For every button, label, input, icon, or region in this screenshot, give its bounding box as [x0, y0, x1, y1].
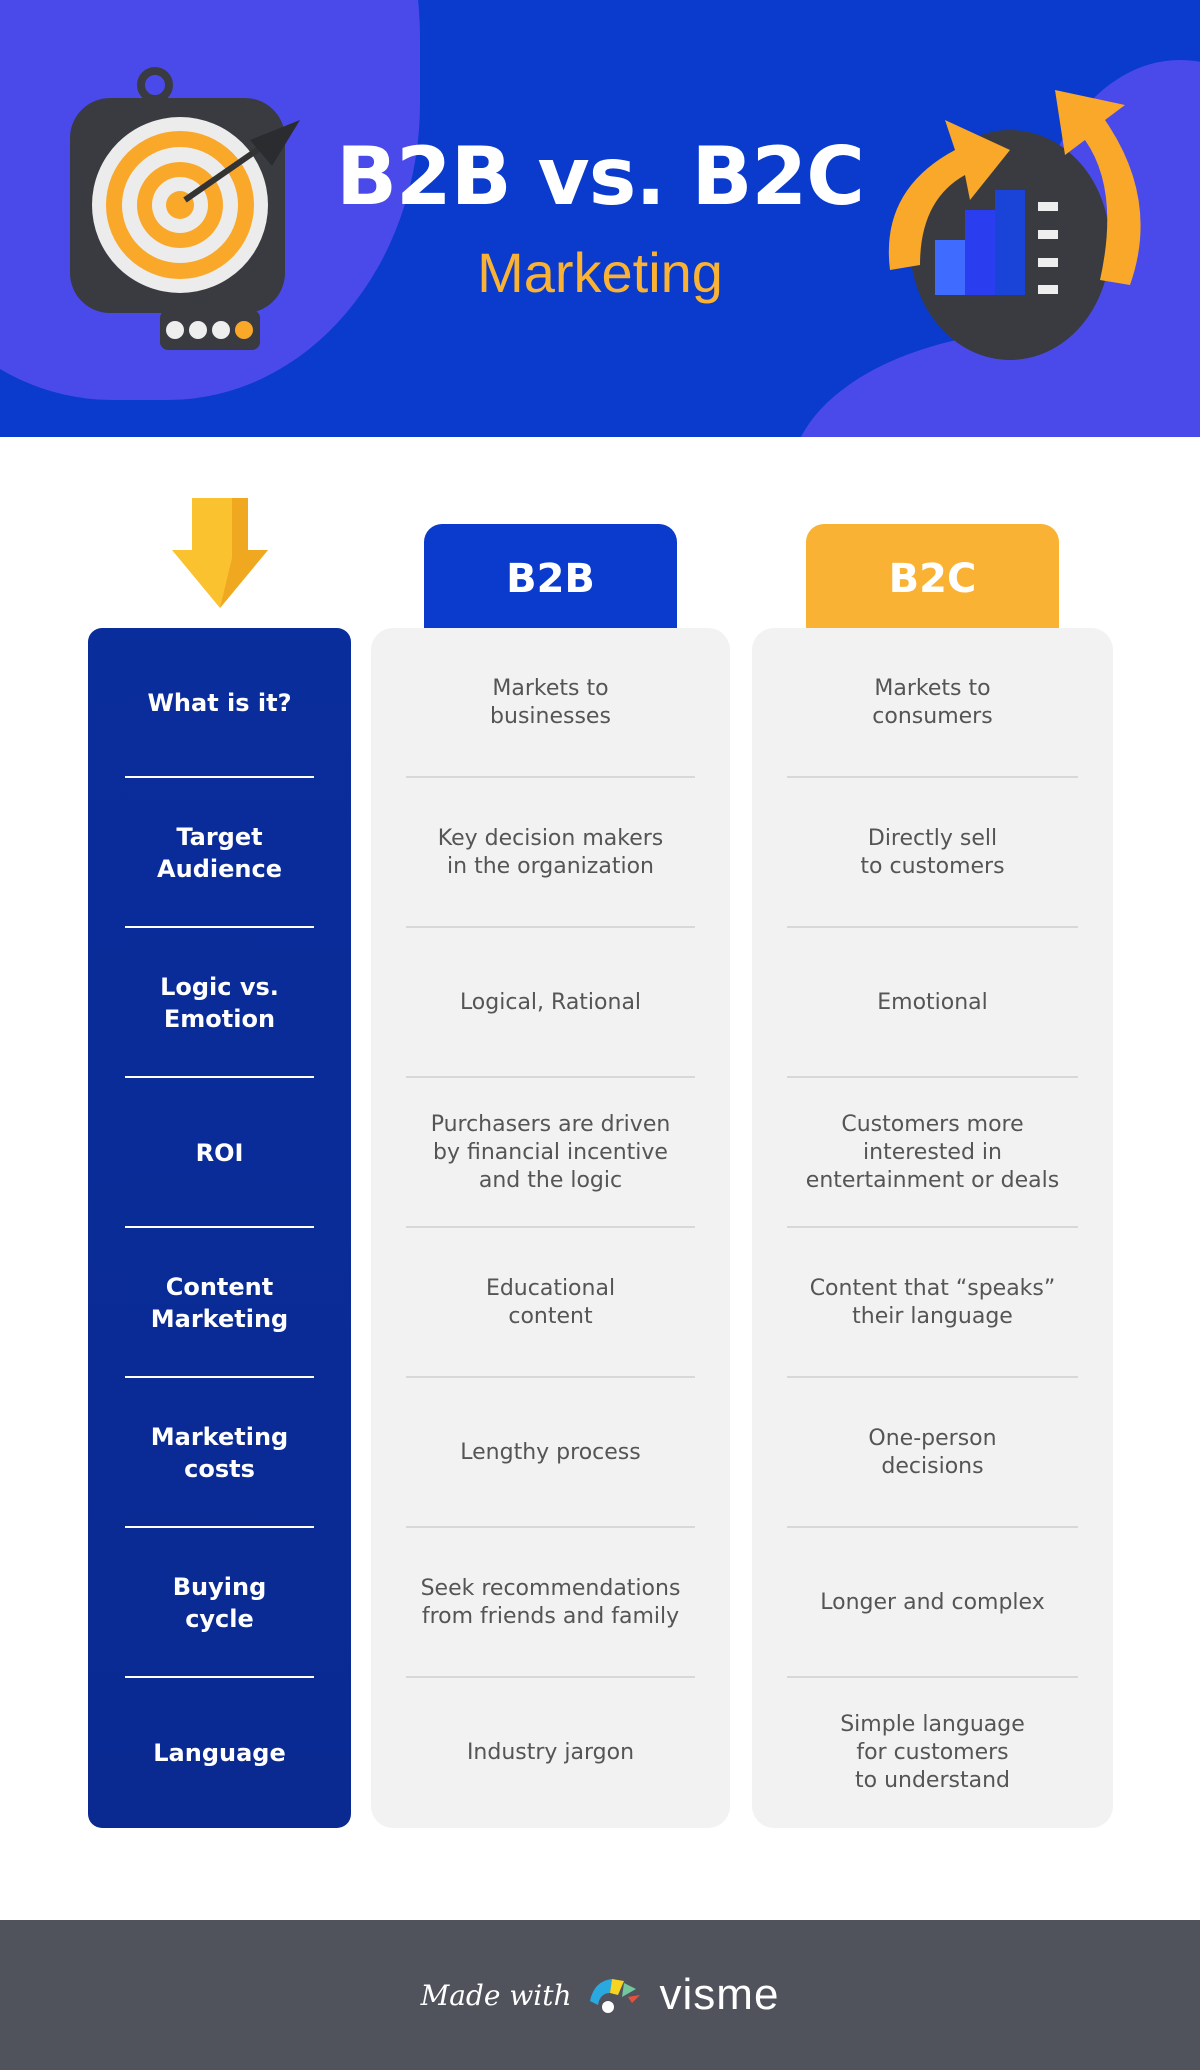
footer: Made with visme: [0, 1920, 1200, 2070]
header-banner: B2B vs. B2C Marketing: [0, 0, 1200, 437]
arrow-down-icon: [172, 498, 268, 608]
b2b-cell: Key decision makers in the organization: [371, 778, 730, 928]
dartboard-icon: [70, 67, 300, 350]
made-with-label: Made with: [420, 1978, 572, 2012]
b2b-column: Markets to businesses Key decision maker…: [371, 628, 730, 1828]
visme-logo-icon: [589, 1979, 640, 2013]
b2c-cell: Longer and complex: [752, 1528, 1113, 1678]
b2c-cell: Markets to consumers: [752, 628, 1113, 778]
b2b-cell: Educational content: [371, 1228, 730, 1378]
page-title: B2B vs. B2C: [336, 130, 865, 223]
b2c-cell: One-person decisions: [752, 1378, 1113, 1528]
b2c-cell: Simple language for customers to underst…: [840, 1712, 1025, 1793]
b2c-cell: Emotional: [752, 928, 1113, 1078]
b2b-cell: Seek recommendations from friends and fa…: [371, 1528, 730, 1678]
column-header-b2c: B2C: [806, 524, 1059, 634]
b2b-cell: Industry jargon: [466, 1740, 635, 1765]
criteria-label: What is it?: [88, 628, 351, 778]
b2b-cell: Markets to businesses: [371, 628, 730, 778]
b2b-cell: Lengthy process: [371, 1378, 730, 1528]
page-subtitle: Marketing: [477, 241, 723, 304]
b2c-cell: Directly sell to customers: [752, 778, 1113, 928]
criteria-label: Language: [153, 1739, 286, 1767]
column-header-b2b: B2B: [424, 524, 677, 634]
criteria-label: Content Marketing: [88, 1228, 351, 1378]
visme-brand[interactable]: visme: [659, 1970, 780, 2019]
criteria-label: Marketing costs: [88, 1378, 351, 1528]
criteria-label: Target Audience: [88, 778, 351, 928]
criteria-label: Buying cycle: [88, 1528, 351, 1678]
criteria-column: What is it? Target Audience Logic vs. Em…: [88, 628, 351, 1828]
b2c-cell: Customers more interested in entertainme…: [752, 1078, 1113, 1228]
criteria-label: Logic vs. Emotion: [88, 928, 351, 1078]
b2c-cell: Content that “speaks” their language: [752, 1228, 1113, 1378]
b2b-cell: Purchasers are driven by financial incen…: [371, 1078, 730, 1228]
growth-chart-icon: [888, 90, 1141, 360]
criteria-label: ROI: [88, 1078, 351, 1228]
b2c-column: Markets to consumers Directly sell to cu…: [752, 628, 1113, 1828]
b2b-cell: Logical, Rational: [371, 928, 730, 1078]
